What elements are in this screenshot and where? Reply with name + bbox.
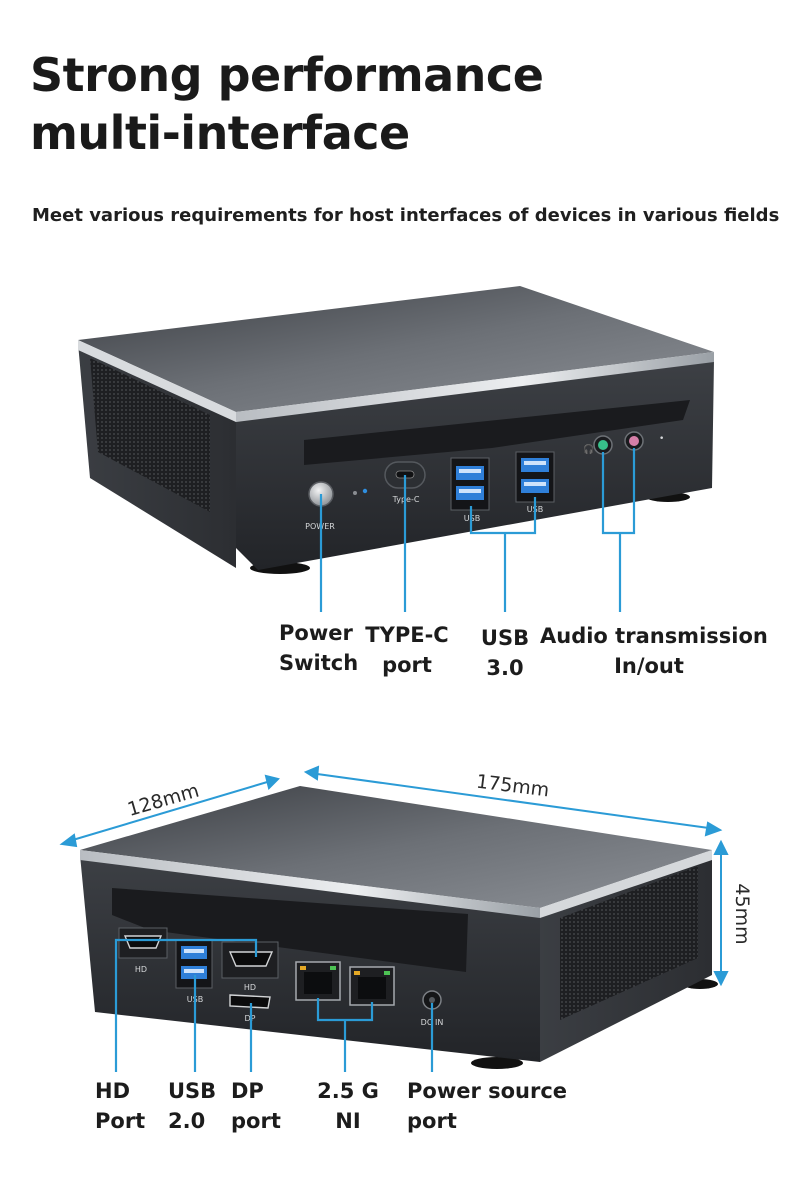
power-switch-label: Power Switch [279,618,358,678]
front-callouts [319,448,636,612]
usb20-label: USB 2.0 [168,1076,216,1136]
usb20-label-line2: 2.0 [168,1109,206,1133]
page-subtitle: Meet various requirements for host inter… [32,205,780,226]
lan-label-line1: 2.5 G [317,1079,379,1103]
typec-label-line2: port [382,653,432,677]
usb30-label: USB 3.0 [474,623,536,683]
front-device: POWER Type-C USB USB 🎧 • [78,286,714,612]
title-line-2: multi-interface [30,106,410,160]
dim-depth-label: 128mm [125,780,202,821]
page-title: Strong performance multi-interface [30,46,544,162]
dc-label-line2: port [407,1109,457,1133]
typec-port-label: TYPE-C port [364,620,450,680]
lan-label-line2: NI [335,1109,361,1133]
power-label-line2: Switch [279,651,359,675]
dp-port-label: DP port [231,1076,281,1136]
svg-text:🎧: 🎧 [583,443,594,455]
audio-label-line1: Audio transmission [540,624,768,648]
dc-label-line1: Power source [407,1079,568,1103]
usb20-label-line1: USB [168,1079,217,1103]
hd-print-2: HD [244,983,256,992]
usb30-label-line1: USB [480,626,530,650]
lan-label: 2.5 G NI [310,1076,386,1136]
hd-port-label: HD Port [95,1076,145,1136]
rear-device: HD USB HD DP DC IN [59,765,753,1072]
hd-label-line2: Port [95,1109,146,1133]
hd-label-line1: HD [95,1079,131,1103]
rear-callouts [114,938,434,1072]
dp-label-line2: port [231,1109,281,1133]
dim-height-label: 45mm [731,883,753,944]
audio-label: Audio transmission In/out [540,621,768,681]
dimension-arrows [59,765,729,987]
title-line-1: Strong performance [30,48,544,102]
power-label-line1: Power [279,621,353,645]
dp-label-line1: DP [231,1079,264,1103]
usb30-label-line2: 3.0 [486,656,524,680]
power-source-label: Power source port [407,1076,567,1136]
hd-print-1: HD [135,965,147,974]
audio-label-line2: In/out [614,654,684,678]
typec-label-line1: TYPE-C [365,623,449,647]
svg-text:•: • [659,434,664,444]
